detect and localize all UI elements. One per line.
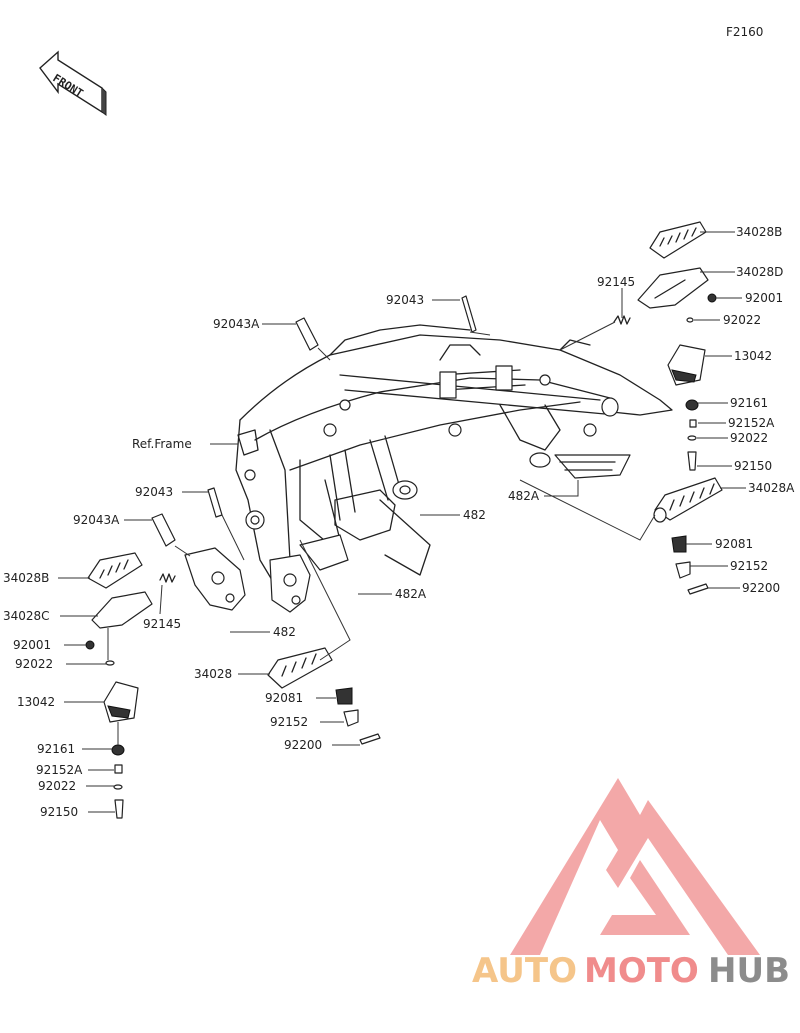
callout-label: 92022 xyxy=(38,779,76,793)
callout-label: 13042 xyxy=(734,349,772,363)
callout-label: 92081 xyxy=(715,537,753,551)
callout-label: 92145 xyxy=(597,275,635,289)
left-front-footpeg-parts xyxy=(85,487,381,819)
callout-label: 92152 xyxy=(270,715,308,729)
callout-label: 92043 xyxy=(135,485,173,499)
watermark-auto: AUTO xyxy=(472,951,577,991)
diagram-code: F2160 xyxy=(726,25,763,39)
callout-label: 92043A xyxy=(213,317,260,331)
callout-label: 13042 xyxy=(17,695,55,709)
callout-label: 34028D xyxy=(736,265,783,279)
watermark-logo-icon xyxy=(510,778,760,955)
callout-label: 92145 xyxy=(143,617,181,631)
callout-label: 34028B xyxy=(3,571,49,585)
callout-label: 92150 xyxy=(734,459,772,473)
leader-lines xyxy=(58,231,746,813)
callout-label: 92161 xyxy=(730,396,768,410)
left-footpeg-bracket xyxy=(184,534,349,613)
callout-label: 92022 xyxy=(730,431,768,445)
callout-label: 482A xyxy=(508,489,540,503)
watermark-hub: HUB xyxy=(708,951,790,991)
callout-label: 92022 xyxy=(723,313,761,327)
callout-labels: 34028B 34028D 92145 92043 92001 92043A 9… xyxy=(3,225,795,819)
callout-label: 92022 xyxy=(15,657,53,671)
callout-label: 34028A xyxy=(748,481,795,495)
callout-label: 482A xyxy=(395,587,427,601)
callout-label: 482 xyxy=(463,508,486,522)
main-frame xyxy=(235,324,673,581)
watermark-moto: MOTO xyxy=(584,951,699,991)
callout-label: 92152 xyxy=(730,559,768,573)
callout-label: 92150 xyxy=(40,805,78,819)
front-arrow-icon: FRONT xyxy=(39,50,107,116)
callout-label: 92161 xyxy=(37,742,75,756)
callout-label: 92200 xyxy=(284,738,322,752)
ref-frame-label: Ref.Frame xyxy=(132,437,192,451)
callout-label: 92043A xyxy=(73,513,120,527)
callout-label: 34028 xyxy=(194,667,232,681)
right-rear-footpeg-parts xyxy=(295,221,723,595)
callout-label: 92043 xyxy=(386,293,424,307)
callout-label: 92200 xyxy=(742,581,780,595)
callout-label: 92152A xyxy=(36,763,83,777)
callout-label: 92001 xyxy=(745,291,783,305)
callout-label: 34028C xyxy=(3,609,50,623)
callout-label: 92152A xyxy=(728,416,775,430)
callout-label: 34028B xyxy=(736,225,782,239)
callout-label: 92001 xyxy=(13,638,51,652)
callout-label: 92081 xyxy=(265,691,303,705)
automotohub-watermark: AUTO MOTO HUB xyxy=(472,778,790,991)
callout-label: 482 xyxy=(273,625,296,639)
